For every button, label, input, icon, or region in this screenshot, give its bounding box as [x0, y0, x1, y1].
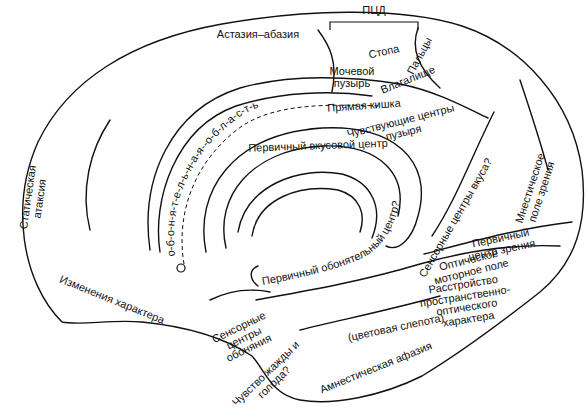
cingulate-sulcus: [148, 78, 488, 250]
region-label: (цветовая слепота): [341, 311, 451, 345]
fornix: [238, 172, 377, 238]
region-label: Изменения характера: [50, 270, 175, 329]
curved-label-path: Первичный обонятельный центр?: [261, 200, 402, 287]
region-label: Статическая атаксия: [17, 157, 51, 239]
region-label: Стопа: [363, 42, 405, 62]
region-label: Астазия–абазия: [203, 29, 313, 41]
uncus: [251, 266, 258, 286]
marker-circle: [177, 264, 185, 272]
brain-outline: [23, 12, 584, 401]
central-sulcus: [318, 30, 334, 92]
curved-label: о-б-о-н-я-т-е-л-ь-н-а-я--о-б-л-а-с-т-ь: [164, 98, 260, 257]
curved-label-path: о-б-о-н-я-т-е-л-ь-н-а-я--о-б-л-а-с-т-ь: [164, 98, 260, 257]
gyrus-line: [86, 120, 110, 230]
fornix: [252, 189, 362, 236]
region-label: Прямая кишка: [319, 97, 410, 115]
pcd-bracket: [330, 22, 418, 30]
region-label: Амнестическая афазия: [304, 335, 447, 402]
corpus-callosum: [224, 146, 400, 248]
curved-label: Первичный обонятельный центр?: [261, 200, 402, 287]
region-label: Мнестическое поле зрения: [511, 144, 561, 237]
region-label: Первичный вкусовой центр: [243, 138, 393, 155]
gyrus-line: [210, 290, 270, 300]
region-label: Мочевой пузырь: [326, 66, 378, 89]
region-label: ПЦД: [354, 5, 394, 17]
